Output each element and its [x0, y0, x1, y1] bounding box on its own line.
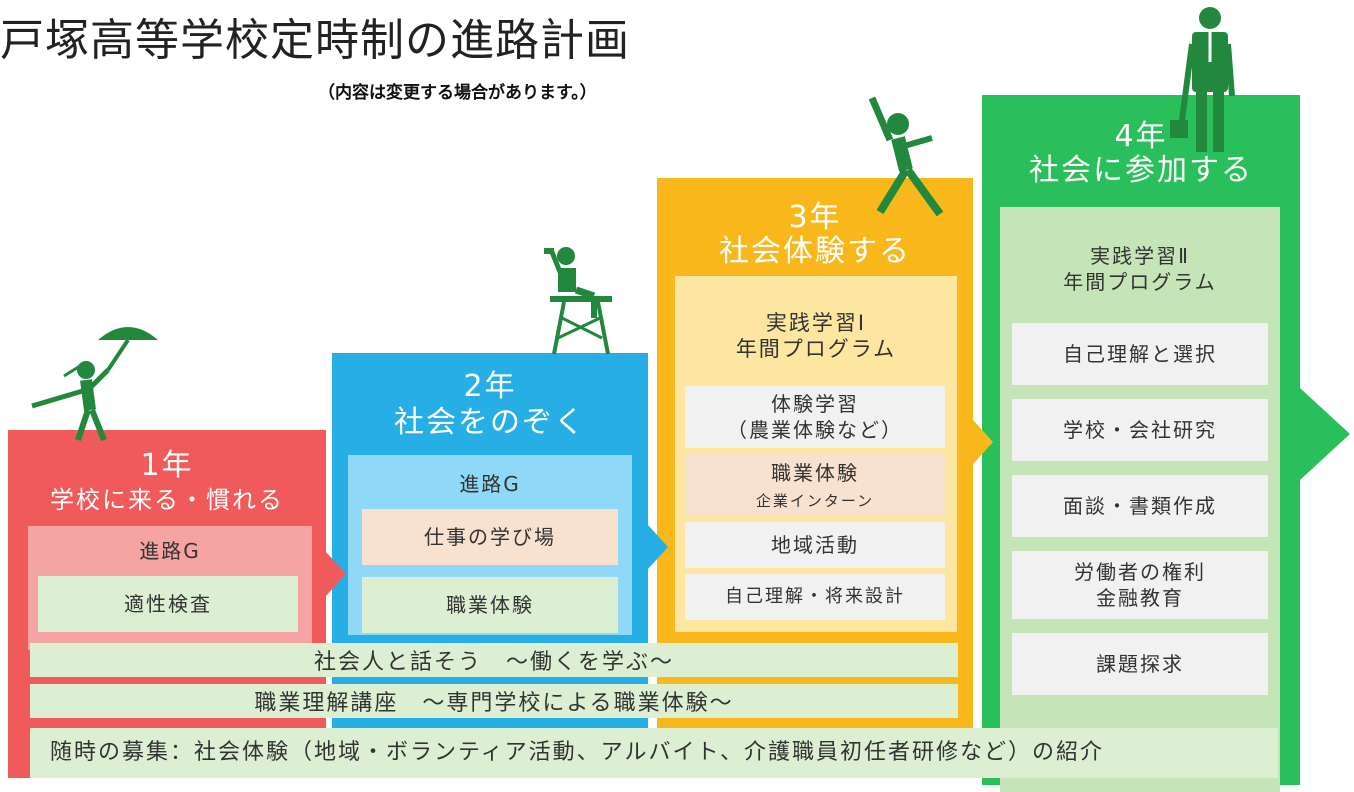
year1-item: 適性検査 [38, 576, 298, 632]
person-raising-fist-icon [868, 96, 944, 217]
year4-item: 面談・書類作成 [1012, 475, 1268, 537]
year1-column: 1年 学校に来る・慣れる 進路G 適性検査 [8, 430, 326, 778]
year2-group-title: 進路G [459, 472, 521, 496]
year4-program-title: 実践学習Ⅱ 年間プログラム [1063, 244, 1217, 294]
year1-label: 1年 [140, 448, 194, 483]
year3-item: 体験学習 （農業体験など） [685, 386, 945, 448]
year4-label: 4年 [1114, 119, 1168, 154]
year1-theme: 学校に来る・慣れる [50, 486, 284, 514]
year3-item: 職業体験 企業インターン [685, 454, 945, 516]
year2-group-panel: 進路G 仕事の学び場 職業体験 [348, 455, 632, 635]
footer-notice: 随時の募集：社会体験（地域・ボランティア活動、アルバイト、介護職員初任者研修など… [30, 728, 1278, 778]
change-note: （内容は変更する場合があります。） [318, 83, 597, 103]
arrow-icon [973, 420, 993, 464]
person-with-binoculars-icon [544, 247, 612, 355]
year4-theme: 社会に参加する [1029, 153, 1253, 188]
year3-theme: 社会体験する [719, 234, 911, 269]
page-title: 戸塚高等学校定時制の進路計画 [0, 15, 630, 66]
year3-program-panel: 実践学習Ⅰ 年間プログラム 体験学習 （農業体験など） 職業体験 企業インターン… [675, 276, 957, 632]
year4-item: 自己理解と選択 [1012, 323, 1268, 385]
year2-label: 2年 [463, 369, 517, 404]
arrow-icon [326, 552, 346, 596]
year2-theme: 社会をのぞく [394, 405, 586, 440]
year2-item: 仕事の学び場 [362, 509, 618, 565]
person-with-umbrella-icon [31, 327, 158, 442]
year3-label: 3年 [788, 200, 842, 235]
year1-group-panel: 進路G 適性検査 [28, 526, 312, 650]
year4-item: 労働者の権利 金融教育 [1012, 551, 1268, 619]
year3-item-main: 職業体験 [771, 461, 859, 485]
year4-item: 課題探求 [1012, 633, 1268, 695]
year3-item: 地域活動 [685, 522, 945, 568]
year4-item: 学校・会社研究 [1012, 399, 1268, 461]
year3-item-sub: 企業インターン [755, 492, 875, 510]
year3-program-title: 実践学習Ⅰ 年間プログラム [735, 311, 897, 361]
year1-group-title: 進路G [139, 539, 201, 563]
year4-program-panel: 実践学習Ⅱ 年間プログラム 自己理解と選択 学校・会社研究 面談・書類作成 労働… [1000, 207, 1280, 792]
year3-item: 自己理解・将来設計 [685, 574, 945, 620]
year3-column: 3年 社会体験する 実践学習Ⅰ 年間プログラム 体験学習 （農業体験など） 職業… [657, 178, 973, 778]
year2-item: 職業体験 [362, 577, 618, 633]
talk-bar: 社会人と話そう ～働くを学ぶ～ [30, 643, 958, 677]
next-arrow-icon [1300, 388, 1350, 480]
year4-column: 4年 社会に参加する 実践学習Ⅱ 年間プログラム 自己理解と選択 学校・会社研究… [982, 95, 1300, 792]
lecture-bar: 職業理解講座 ～専門学校による職業体験～ [30, 684, 958, 718]
arrow-icon [648, 525, 668, 569]
businessman-with-briefcase-icon [1170, 7, 1235, 152]
